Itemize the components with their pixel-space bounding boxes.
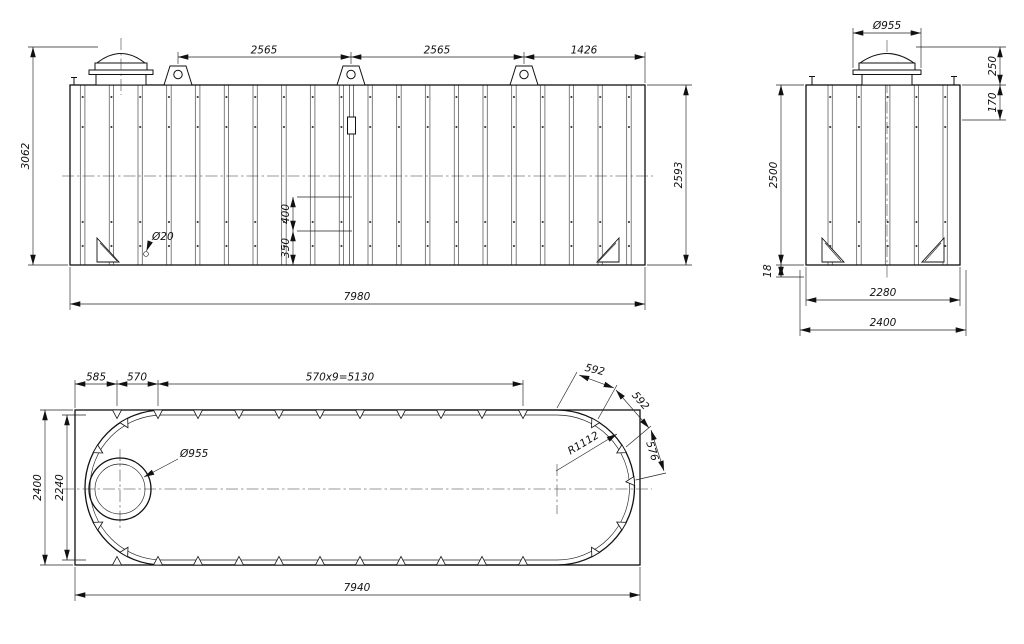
manhole-flange bbox=[852, 69, 922, 75]
dim-plan-overall-length: 7940 bbox=[344, 582, 371, 594]
dim-end-250: 250 bbox=[987, 56, 999, 76]
plan-manhole-inner bbox=[94, 463, 146, 515]
dim-end-overall-width: 2400 bbox=[870, 317, 897, 329]
drain-hole bbox=[143, 251, 149, 257]
front-gusset-left bbox=[96, 236, 121, 263]
dim-plan-arc-chord-1: 592 bbox=[584, 362, 607, 379]
dim-front-400: 400 bbox=[280, 204, 292, 224]
lifting-lug-1 bbox=[163, 65, 193, 86]
dim-plan-anchor-pitch-total: 570x9=5130 bbox=[306, 372, 375, 384]
front-tank-body bbox=[69, 84, 646, 266]
dim-front-overall-length: 7980 bbox=[344, 291, 371, 303]
dim-front-hole: Ø20 bbox=[151, 231, 174, 243]
dim-plan-overall-width: 2400 bbox=[32, 474, 44, 501]
end-tank-body bbox=[805, 84, 961, 266]
plan-tank-outline bbox=[84, 409, 636, 566]
dim-front-350: 350 bbox=[280, 238, 292, 258]
front-vent-stub bbox=[71, 77, 77, 85]
dim-front-body-height: 2593 bbox=[673, 162, 685, 189]
dim-plan-end-offset: 585 bbox=[86, 372, 106, 384]
plan-anchor-lugs bbox=[92, 409, 636, 566]
manhole-dome bbox=[858, 53, 916, 64]
front-view-dimensions: 2565 2565 1426 3062 2593 7980 Ø20 400 35… bbox=[20, 45, 692, 310]
plan-frame bbox=[74, 409, 641, 566]
end-vent-stub-left bbox=[809, 76, 815, 85]
end-view-dimensions: Ø955 250 170 2500 18 2280 2400 bbox=[762, 20, 1006, 336]
end-gusset-left bbox=[821, 236, 846, 263]
end-manhole bbox=[852, 53, 922, 86]
dim-plan-inner-width: 2240 bbox=[54, 474, 66, 501]
dim-front-spacing-2: 2565 bbox=[424, 45, 451, 57]
lug-hole bbox=[173, 69, 183, 80]
dim-plan-end-radius: R1112 bbox=[566, 429, 602, 457]
dim-front-overall-height: 3062 bbox=[20, 142, 32, 169]
dim-front-spacing-1: 2565 bbox=[251, 45, 278, 57]
front-view bbox=[62, 38, 653, 266]
end-gusset-right bbox=[920, 236, 945, 263]
dim-end-manhole-diameter: Ø955 bbox=[872, 20, 902, 32]
lifting-lug-2 bbox=[336, 65, 366, 86]
front-center-slot bbox=[347, 116, 356, 135]
dim-plan-arc-chord-3: 576 bbox=[643, 440, 660, 463]
dim-end-body-height: 2500 bbox=[768, 161, 780, 188]
dim-end-170: 170 bbox=[987, 92, 999, 112]
manhole-neck bbox=[861, 74, 913, 86]
lifting-lug-3 bbox=[509, 65, 539, 86]
dim-end-18: 18 bbox=[762, 264, 774, 278]
dim-front-spacing-3: 1426 bbox=[571, 45, 598, 57]
plan-view bbox=[62, 409, 652, 566]
dim-plan-manhole-diameter: Ø955 bbox=[179, 448, 209, 460]
end-view bbox=[805, 40, 961, 280]
end-vent-stub-right bbox=[951, 76, 957, 85]
dim-end-base-width: 2280 bbox=[870, 287, 897, 299]
front-gusset-right bbox=[595, 236, 620, 263]
lug-hole bbox=[519, 69, 529, 80]
plan-manhole-outer bbox=[88, 457, 152, 521]
dim-plan-anchor-pitch: 570 bbox=[127, 372, 147, 384]
lug-hole bbox=[346, 69, 356, 80]
